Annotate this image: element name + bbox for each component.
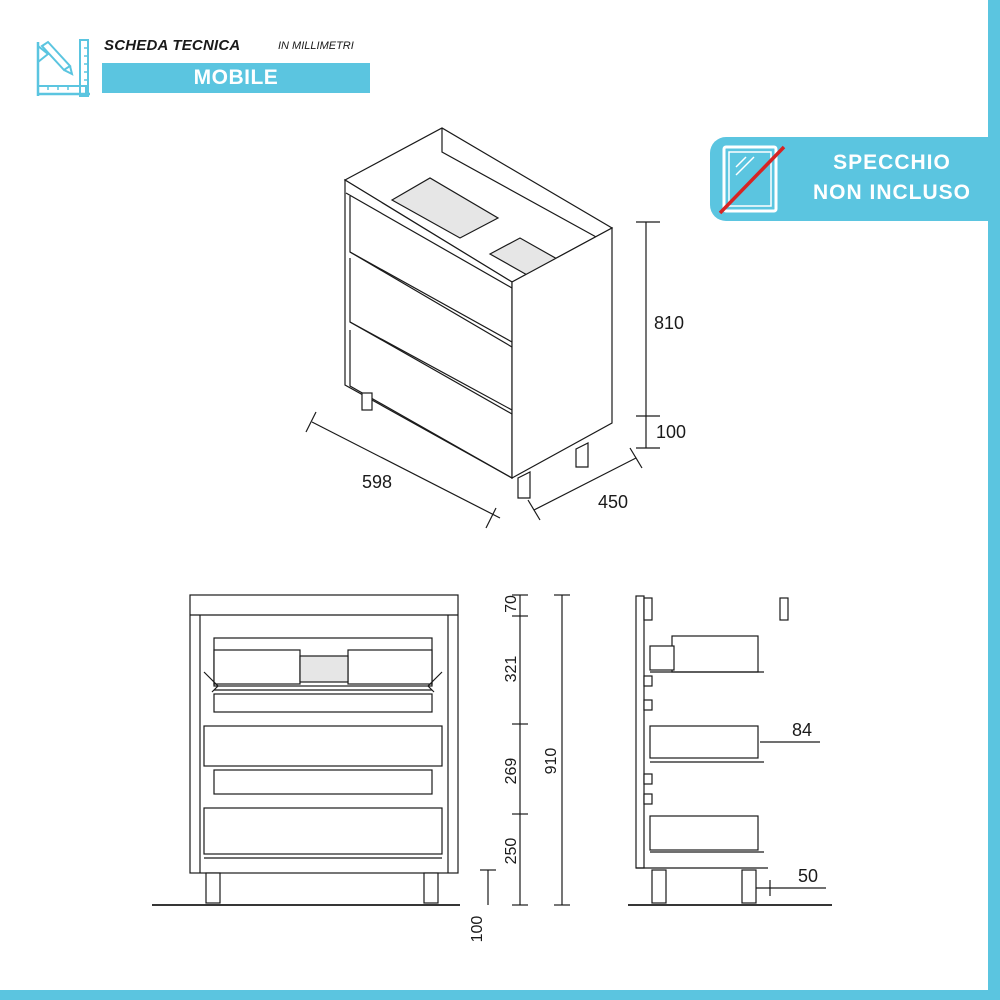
badge-line-2: NON INCLUSO — [813, 181, 971, 204]
side-foot-label: 50 — [798, 866, 819, 886]
iso-height-label: 810 — [654, 313, 685, 333]
sheet-unit: IN MILLIMETRI — [278, 40, 354, 52]
section-label: MOBILE — [193, 66, 279, 89]
mirror-crossed-icon — [718, 145, 786, 215]
iso-legs-label: 100 — [656, 422, 687, 442]
ruler-pencil-icon — [36, 39, 90, 97]
cabinet-iso-body — [343, 127, 614, 499]
section-banner: MOBILE — [102, 63, 370, 93]
mirror-not-included-badge: SPECCHIO NON INCLUSO — [710, 137, 1000, 221]
sheet-title: SCHEDA TECNICA — [104, 37, 241, 54]
side-drawer-depth-label: 84 — [792, 720, 813, 740]
front-dimension-lines — [480, 594, 570, 906]
iso-dimension-lines — [305, 221, 660, 529]
side-dimension-lines — [756, 741, 826, 896]
accent-border-bottom — [0, 990, 1000, 1000]
badge-line-1: SPECCHIO — [833, 151, 951, 174]
iso-width-label: 598 — [362, 472, 393, 492]
iso-depth-label: 450 — [598, 492, 629, 512]
front-cabinet — [152, 594, 460, 906]
side-cabinet — [628, 595, 832, 906]
accent-border-right — [988, 0, 1000, 1000]
